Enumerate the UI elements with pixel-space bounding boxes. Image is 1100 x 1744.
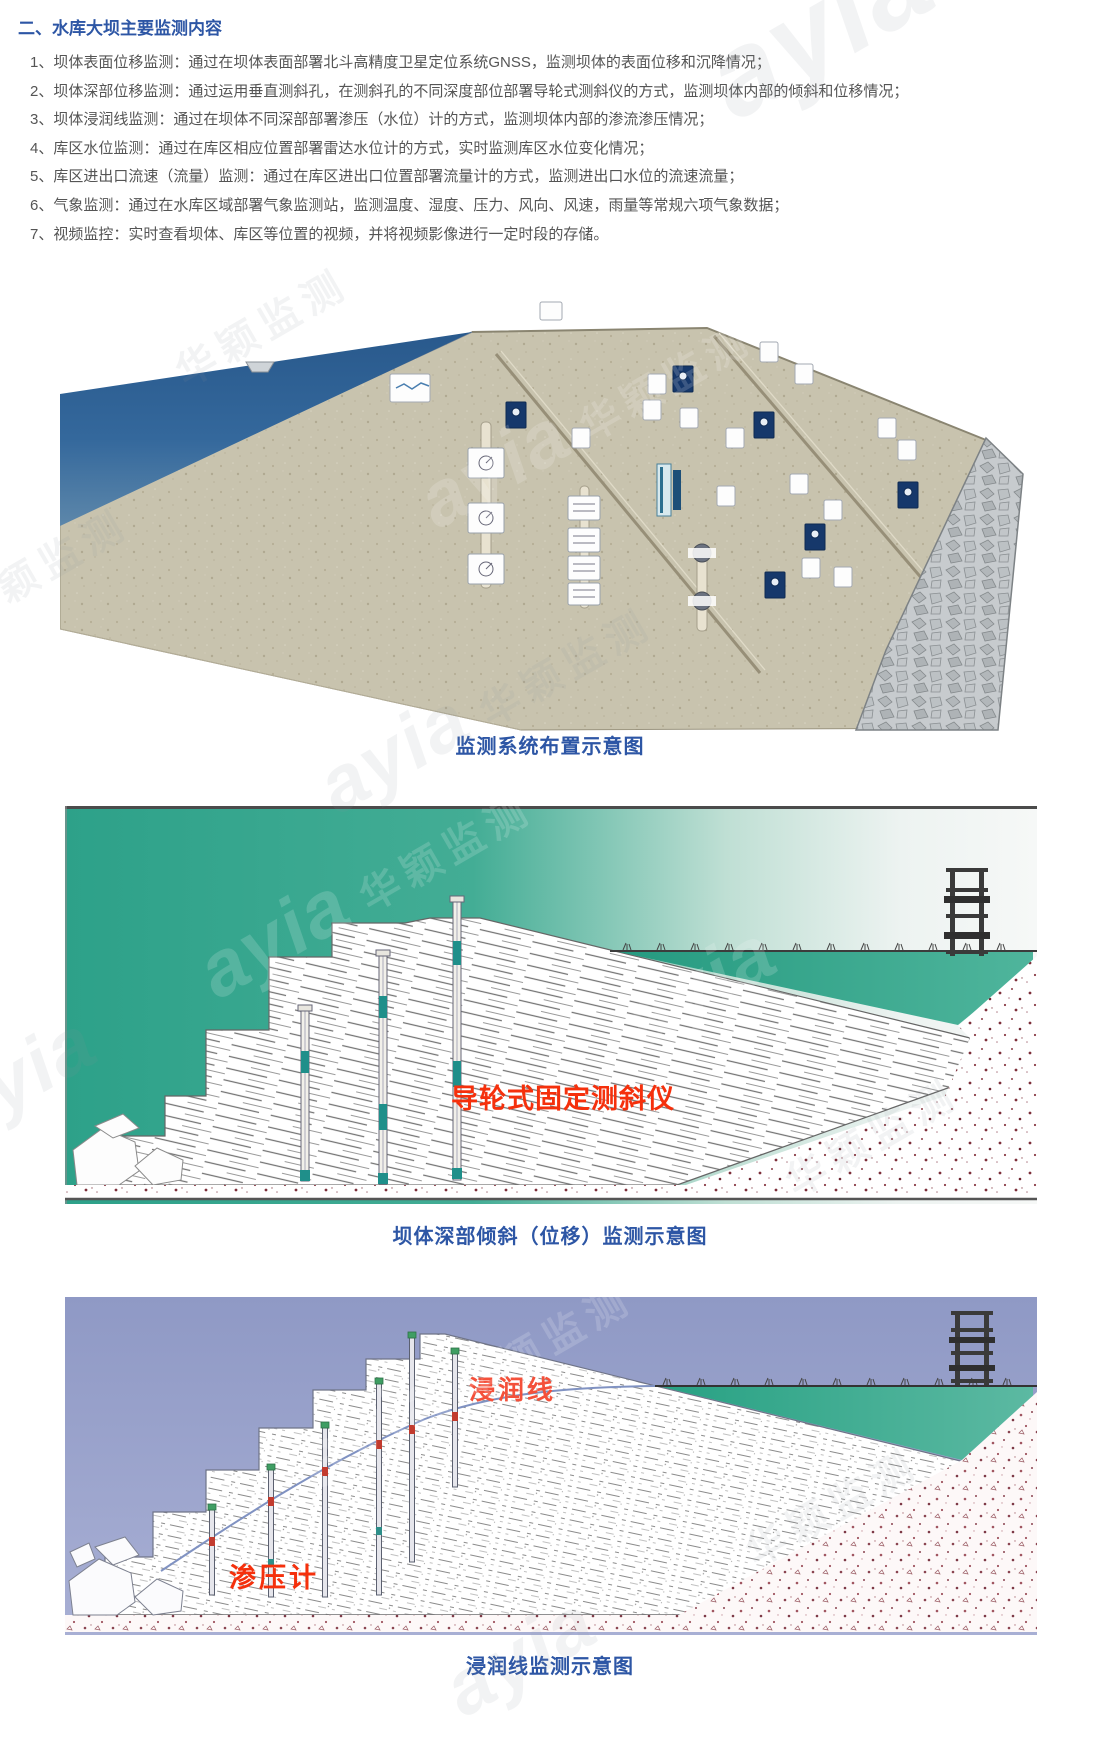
figure-phreatic-section: 浸润线 渗压计 [65,1297,1037,1635]
phreatic-line [160,1385,656,1572]
sensor-box [389,301,917,588]
figure2-caption: 坝体深部倾斜（位移）监测示意图 [392,1226,708,1248]
reservoir-water [658,1386,1033,1460]
riprap-slope [854,436,1024,731]
water-level-gauge [656,463,681,517]
list-item: 5、库区进出口流速（流量）监测：通过在库区进出口位置部署流量计的方式，监测进出口… [30,168,744,186]
figure1-caption: 监测系统布置示意图 [455,736,645,758]
figure-inclinometer-section: 导轮式固定测斜仪 [65,806,1037,1204]
list-item: 3、坝体浸润线监测：通过在坝体不同深部部署渗压（水位）计的方式，监测坝体内部的渗… [30,111,714,129]
figure-monitoring-layout-3d [60,301,1024,731]
page-title: 二、水库大坝主要监测内容 [18,19,222,38]
list-item: 7、视频监控：实时查看坝体、库区等位置的视频，并将视频影像进行一定时段的存储。 [30,225,609,243]
list-item: 6、气象监测：通过在水库区域部署气象监测站，监测温度、湿度、压力、风向、风速，雨… [30,196,789,214]
piezometer-tubes [207,1331,460,1598]
boat [245,361,275,373]
rock-toe [72,1113,184,1186]
frame-left-border [65,806,67,1204]
list-item: 1、坝体表面位移监测：通过在坝体表面部署北斗高精度卫星定位系统GNSS，监测坝体… [30,54,771,71]
tube-sensor-box [467,447,601,606]
reservoir-water [60,332,472,526]
camera-card [505,365,919,599]
settlement-plate [688,543,716,611]
monitoring-tower [949,1311,995,1385]
figure3-caption: 浸润线监测示意图 [466,1656,634,1678]
list-item: 2、坝体深部位移监测：通过运用垂直测斜孔，在测斜孔的不同深度部位部署导轮式测斜仪… [30,82,909,100]
inclinometer-label: 导轮式固定测斜仪 [451,1083,675,1114]
downstream-water [619,951,1033,1025]
phreatic-label: 浸润线 [469,1375,556,1405]
foundation-strip [65,1615,1037,1632]
foundation-ground [675,1392,1037,1627]
inclinometer-tubes [297,895,465,1185]
piezometer-label: 渗压计 [229,1562,319,1593]
frame-top-border [65,806,1037,809]
foundation-ground [680,956,1037,1194]
foundation-strip [65,1185,1037,1199]
monitoring-tower [944,868,990,956]
monitoring-list: 1、坝体表面位移监测：通过在坝体表面部署北斗高精度卫星定位系统GNSS，监测坝体… [30,49,1070,249]
rock-toe [68,1536,184,1616]
list-item: 4、库区水位监测：通过在库区相应位置部署雷达水位计的方式，实时监测库区水位变化情… [30,139,654,157]
